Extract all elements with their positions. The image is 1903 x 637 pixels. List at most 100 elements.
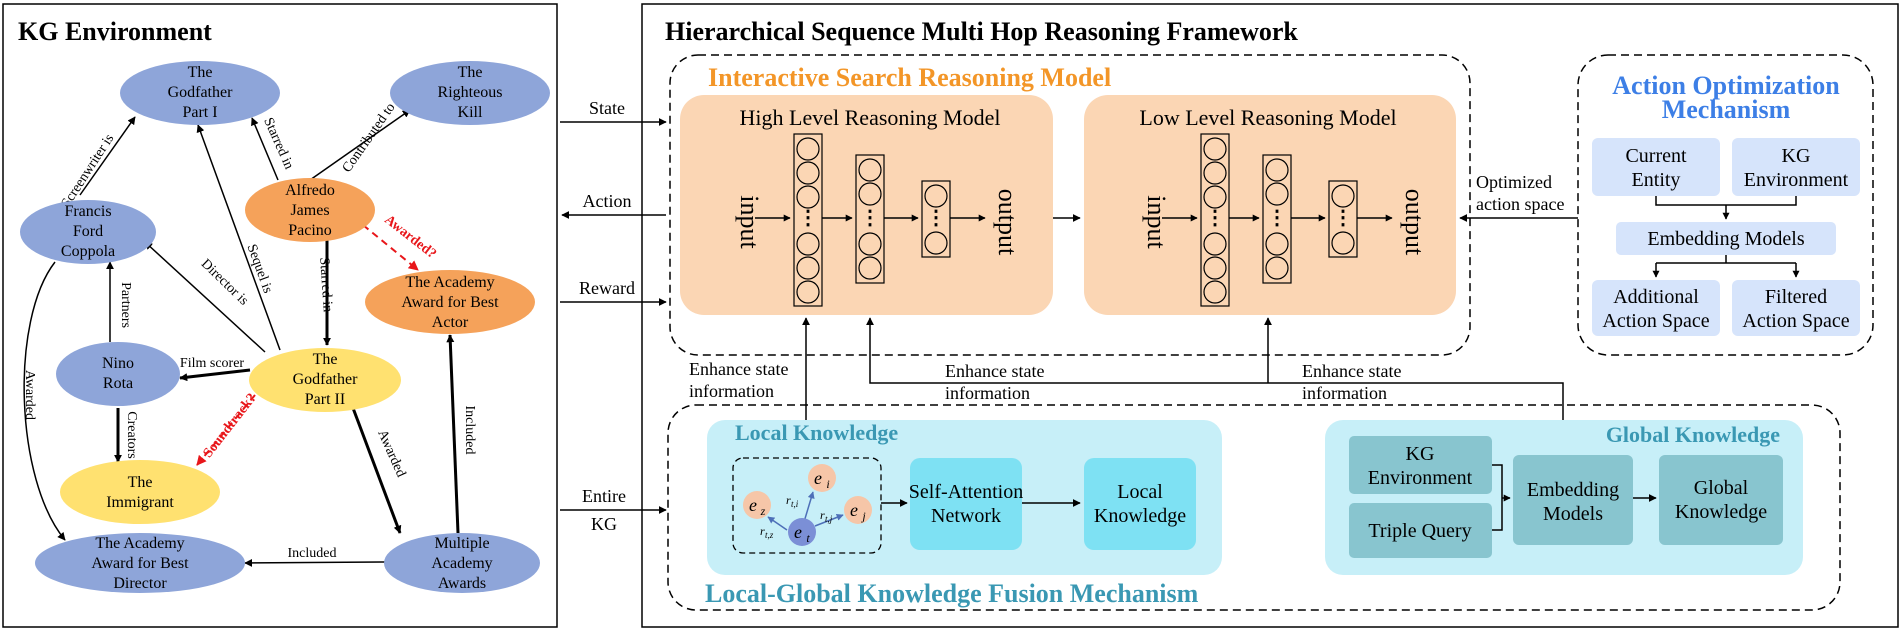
node-alfredo[interactable]: Alfredo James Pacino — [245, 178, 375, 242]
svg-text:Righteous: Righteous — [438, 84, 503, 101]
entity-et: e t — [788, 518, 816, 546]
aom-title-1: Action Optimization — [1612, 71, 1840, 100]
kg-edges — [23, 109, 460, 567]
local-knowledge-box[interactable]: Local Knowledge — [1084, 458, 1196, 550]
node-nino-rota[interactable]: Nino Rota — [56, 342, 180, 406]
action-label: Action — [583, 191, 632, 211]
svg-text:The: The — [128, 474, 153, 491]
optimized-label-2: action space — [1476, 194, 1564, 214]
edge-included-v — [446, 334, 460, 534]
global-triple-query[interactable]: Triple Query — [1349, 503, 1492, 558]
svg-text:t,i: t,i — [791, 499, 799, 509]
svg-text:Network: Network — [931, 505, 1001, 527]
svg-text:Triple Query: Triple Query — [1368, 520, 1471, 542]
aom-kg-environment[interactable]: KG Environment — [1732, 138, 1860, 196]
aom-filtered-space[interactable]: Filtered Action Space — [1732, 280, 1860, 336]
aom-additional-space[interactable]: Additional Action Space — [1592, 280, 1720, 336]
svg-text:Local: Local — [1117, 481, 1163, 503]
low-layer-1 — [1200, 133, 1230, 307]
label-starred2: Starred in — [316, 257, 335, 313]
global-knowledge-box[interactable]: Global Knowledge — [1659, 455, 1783, 545]
node-academy-director[interactable]: The Academy Award for Best Director — [35, 533, 245, 593]
edge-film-scorer — [179, 368, 251, 382]
svg-text:Kill: Kill — [458, 104, 483, 121]
svg-text:e: e — [794, 522, 802, 542]
optimized-label-1: Optimized — [1476, 172, 1552, 192]
entity-ei: e i — [808, 464, 836, 492]
svg-text:Self-Attention: Self-Attention — [909, 481, 1023, 503]
svg-text:e: e — [850, 500, 858, 520]
node-francis[interactable]: Francis Ford Coppola — [20, 200, 156, 264]
edge-awarded-mid — [348, 399, 402, 534]
node-immigrant[interactable]: The Immigrant — [60, 460, 220, 524]
self-attention-box[interactable]: Self-Attention Network — [909, 458, 1023, 550]
label-awarded-left: Awarded — [22, 370, 37, 420]
svg-text:i: i — [826, 477, 829, 491]
enhance-label-1b: information — [689, 381, 774, 401]
svg-text:Coppola: Coppola — [61, 243, 115, 260]
aom-embedding[interactable]: Embedding Models — [1616, 222, 1836, 255]
svg-text:e: e — [749, 495, 757, 515]
relation-labels: r t,i r t,j r t,z — [760, 493, 833, 540]
svg-text:Part I: Part I — [182, 104, 217, 121]
edge-starred1 — [251, 117, 279, 181]
entire-kg-label-2: KG — [591, 514, 617, 534]
svg-text:t,z: t,z — [765, 530, 774, 540]
edge-screenwriter — [79, 116, 136, 196]
global-title: Global Knowledge — [1606, 422, 1780, 447]
svg-text:⋮: ⋮ — [860, 207, 880, 229]
node-righteous-kill[interactable]: The Righteous Kill — [390, 61, 550, 125]
node-godfather2[interactable]: The Godfather Part II — [249, 348, 401, 412]
low-input-label: input — [1142, 195, 1171, 249]
svg-text:Embedding Models: Embedding Models — [1647, 228, 1804, 250]
local-subgraph — [732, 457, 882, 554]
svg-text:KG: KG — [1782, 145, 1811, 167]
svg-text:Action Space: Action Space — [1602, 310, 1709, 332]
global-embedding[interactable]: Embedding Models — [1513, 455, 1633, 545]
high-input-label: input — [735, 195, 764, 249]
svg-text:The: The — [188, 64, 213, 81]
node-academy-actor[interactable]: The Academy Award for Best Actor — [365, 270, 535, 334]
svg-text:Godfather: Godfather — [168, 84, 234, 101]
enhance-label-2a: Enhance state — [945, 361, 1044, 381]
high-level-model[interactable]: High Level Reasoning Model input ⋮ ⋮ ⋮ o… — [680, 95, 1053, 315]
enhance-label-2b: information — [945, 383, 1030, 403]
low-level-title: Low Level Reasoning Model — [1139, 105, 1396, 130]
svg-text:⋮: ⋮ — [1333, 207, 1353, 229]
label-included-h: Included — [288, 546, 337, 561]
svg-text:Models: Models — [1543, 503, 1603, 525]
svg-text:⋮: ⋮ — [798, 207, 818, 229]
aom-current-entity[interactable]: Current Entity — [1592, 138, 1720, 196]
fusion-container — [667, 404, 1841, 611]
node-multiple-awards[interactable]: Multiple Academy Awards — [384, 533, 540, 593]
edge-contributed — [309, 109, 411, 181]
svg-text:Rota: Rota — [103, 375, 133, 392]
node-godfather1[interactable]: The Godfather Part I — [120, 61, 280, 125]
global-kg-environment[interactable]: KG Environment — [1349, 436, 1492, 494]
svg-text:t: t — [806, 531, 810, 545]
svg-text:Actor: Actor — [432, 314, 469, 331]
svg-text:r: r — [786, 493, 791, 507]
low-layer-3 — [1328, 180, 1358, 258]
reward-label: Reward — [579, 278, 635, 298]
svg-text:⋮: ⋮ — [1205, 207, 1225, 229]
svg-text:Immigrant: Immigrant — [106, 494, 174, 511]
svg-text:Godfather: Godfather — [293, 371, 359, 388]
svg-text:e: e — [814, 468, 822, 488]
svg-text:r: r — [820, 508, 825, 522]
svg-text:Multiple: Multiple — [434, 535, 489, 552]
label-partners: Partners — [118, 282, 133, 328]
kg-nodes: The Godfather Part I The Righteous Kill … — [20, 61, 550, 593]
high-layer-2 — [855, 154, 885, 284]
svg-text:Environment: Environment — [1744, 169, 1849, 191]
edge-awarded-left — [23, 261, 66, 541]
low-level-model[interactable]: Low Level Reasoning Model input ⋮ ⋮ ⋮ ou… — [1084, 95, 1456, 315]
edge-soundtrack-q — [196, 394, 256, 466]
isrm-title: Interactive Search Reasoning Model — [708, 63, 1111, 92]
svg-text:⋮: ⋮ — [1267, 207, 1287, 229]
svg-text:Part II: Part II — [305, 391, 345, 408]
global-connectors — [1492, 464, 1511, 531]
aom-title-2: Mechanism — [1662, 95, 1791, 124]
label-included-v: Included — [462, 406, 477, 455]
